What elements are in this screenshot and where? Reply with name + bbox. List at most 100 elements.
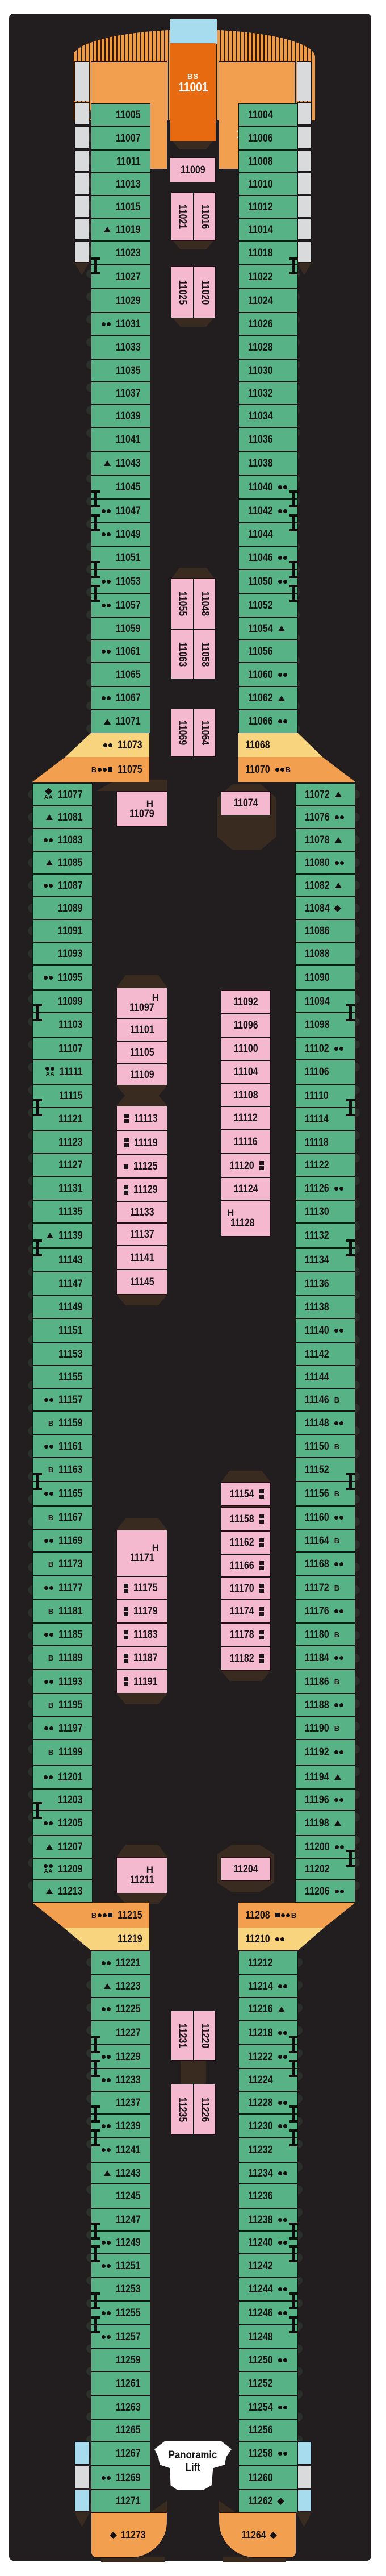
cabin-number: 11137 <box>129 1228 154 1241</box>
cabin-number: 11092 <box>233 996 258 1008</box>
cabin-number: 11190 <box>305 1722 329 1734</box>
cabin-number: 11096 <box>233 1019 258 1031</box>
cabin-number: 11099 <box>58 995 83 1008</box>
cabin-11249: 11249 <box>91 2231 150 2254</box>
cabin-number: 11171 <box>129 1552 154 1564</box>
cabin-number: 11056 <box>248 645 273 657</box>
connecting-door-icon <box>91 2316 100 2333</box>
b-symbol: B <box>48 1513 54 1522</box>
starboard-side-block <box>297 173 312 194</box>
cabin-11088: 11088 <box>295 942 355 965</box>
cabin-11105: 11105 <box>116 1041 167 1064</box>
cabin-number: 11036 <box>248 433 273 446</box>
cabin-11127: 11127 <box>32 1154 93 1176</box>
cabin-number: 11066 <box>248 715 273 727</box>
port-side-block <box>74 150 89 172</box>
occupancy-dots-icon <box>102 322 111 326</box>
cabin-number: 11103 <box>58 1019 83 1031</box>
cabin-number: 11065 <box>116 668 141 681</box>
cabin-number: 11035 <box>116 364 141 377</box>
cabin-number: 11051 <box>116 552 141 564</box>
occupancy-dots-icon <box>102 2124 111 2128</box>
cabin-number: 11212 <box>248 1957 273 1969</box>
cabin-number: 11090 <box>305 971 330 984</box>
cabin-number: 11028 <box>248 341 273 353</box>
cabin-11033: 11033 <box>91 335 150 359</box>
cabin-11046: 11046 <box>238 546 298 569</box>
cabin-number: 11213 <box>58 1885 83 1897</box>
occupancy-dots-icon <box>334 1562 343 1566</box>
cabin-11149: 11149 <box>32 1296 93 1318</box>
cabin-11212: 11212 <box>238 1951 298 1975</box>
cabin-11246: 11246 <box>238 2301 298 2325</box>
cabin-number: 11199 <box>58 1746 83 1758</box>
cabin-number: 11186 <box>305 1675 329 1688</box>
cabin-number: 11039 <box>116 410 141 422</box>
cabin-11200: 11200 <box>295 1836 355 1858</box>
balcony-scallops <box>86 103 91 733</box>
cabin-11269: 11269 <box>91 2466 150 2490</box>
occupancy-dots-icon <box>278 2452 287 2456</box>
cabin-number: 11240 <box>248 2236 273 2249</box>
b-symbol: B <box>48 1653 54 1662</box>
bunk-beds-icon <box>259 1561 264 1570</box>
cabin-11011: 11011 <box>91 150 150 173</box>
cabin-number: 11010 <box>248 178 273 190</box>
cabin-11115: 11115 <box>32 1084 93 1108</box>
cabin-number: 11256 <box>248 2424 273 2436</box>
starboard-side-block <box>297 102 312 125</box>
cabin-number: 11043 <box>116 457 141 469</box>
cabin-11161: 11161 <box>32 1435 93 1458</box>
cabin-number: 11239 <box>116 2120 141 2132</box>
cabin-11135: 11135 <box>32 1200 93 1223</box>
shadow-shape <box>101 2557 165 2562</box>
cabin-number: 11198 <box>305 1817 329 1829</box>
cabin-number: 11177 <box>58 1582 83 1594</box>
third-berth-triangle-icon <box>104 227 111 232</box>
shadow-shape <box>172 140 213 149</box>
cabin-11107: 11107 <box>32 1037 93 1060</box>
cabin-11179: 11179 <box>116 1600 167 1623</box>
b-symbol: B <box>48 1418 54 1428</box>
cabin-11004: 11004 <box>238 103 298 126</box>
stacked-symbols: AA <box>44 1863 53 1875</box>
occupancy-dots-icon <box>44 1775 53 1779</box>
cabin-number: 11126 <box>305 1182 329 1195</box>
cabin-number: 11188 <box>305 1699 329 1711</box>
cabin-number: 11097 <box>129 1002 154 1014</box>
cabin-number: 11033 <box>116 341 141 353</box>
connecting-door-icon <box>91 2129 100 2146</box>
cabin-11058: 11058 <box>193 630 215 679</box>
cabin-number: 11143 <box>58 1254 83 1266</box>
port-side-block <box>74 126 89 149</box>
cabin-number: 11193 <box>58 1675 83 1688</box>
shadow-shape <box>172 568 214 578</box>
cabin-11085: 11085 <box>32 851 93 874</box>
shadow-shape <box>116 1518 167 1530</box>
cabin-number: 11104 <box>233 1066 258 1078</box>
shadow-shape <box>116 1085 167 1096</box>
cabin-11074: 11074 <box>221 791 271 815</box>
cabin-11001-code: BS <box>187 72 199 81</box>
cabin-number: 11073 <box>118 739 142 751</box>
port-stern-block <box>74 2490 90 2511</box>
cabin-number: 11026 <box>248 318 273 330</box>
cabin-11192: 11192 <box>295 1739 355 1765</box>
occupancy-dots-icon <box>44 1538 54 1543</box>
connecting-door-icon <box>91 257 100 274</box>
occupancy-dots-icon <box>44 883 53 888</box>
cabin-number: 11219 <box>118 1933 142 1945</box>
cabin-number: 11146 <box>305 1393 329 1406</box>
cabin-11261: 11261 <box>91 2371 150 2395</box>
cabin-number: 11109 <box>129 1068 154 1081</box>
cabin-number: 11086 <box>305 925 330 937</box>
diamond-icon <box>276 2497 284 2505</box>
connecting-door-icon <box>289 257 298 274</box>
cabin-number: 11227 <box>116 2026 141 2039</box>
cabin-number: 11047 <box>116 505 141 517</box>
cabin-number: 11265 <box>116 2424 141 2436</box>
cabin-11254: 11254 <box>238 2395 298 2419</box>
occupancy-dots-icon <box>103 743 113 747</box>
